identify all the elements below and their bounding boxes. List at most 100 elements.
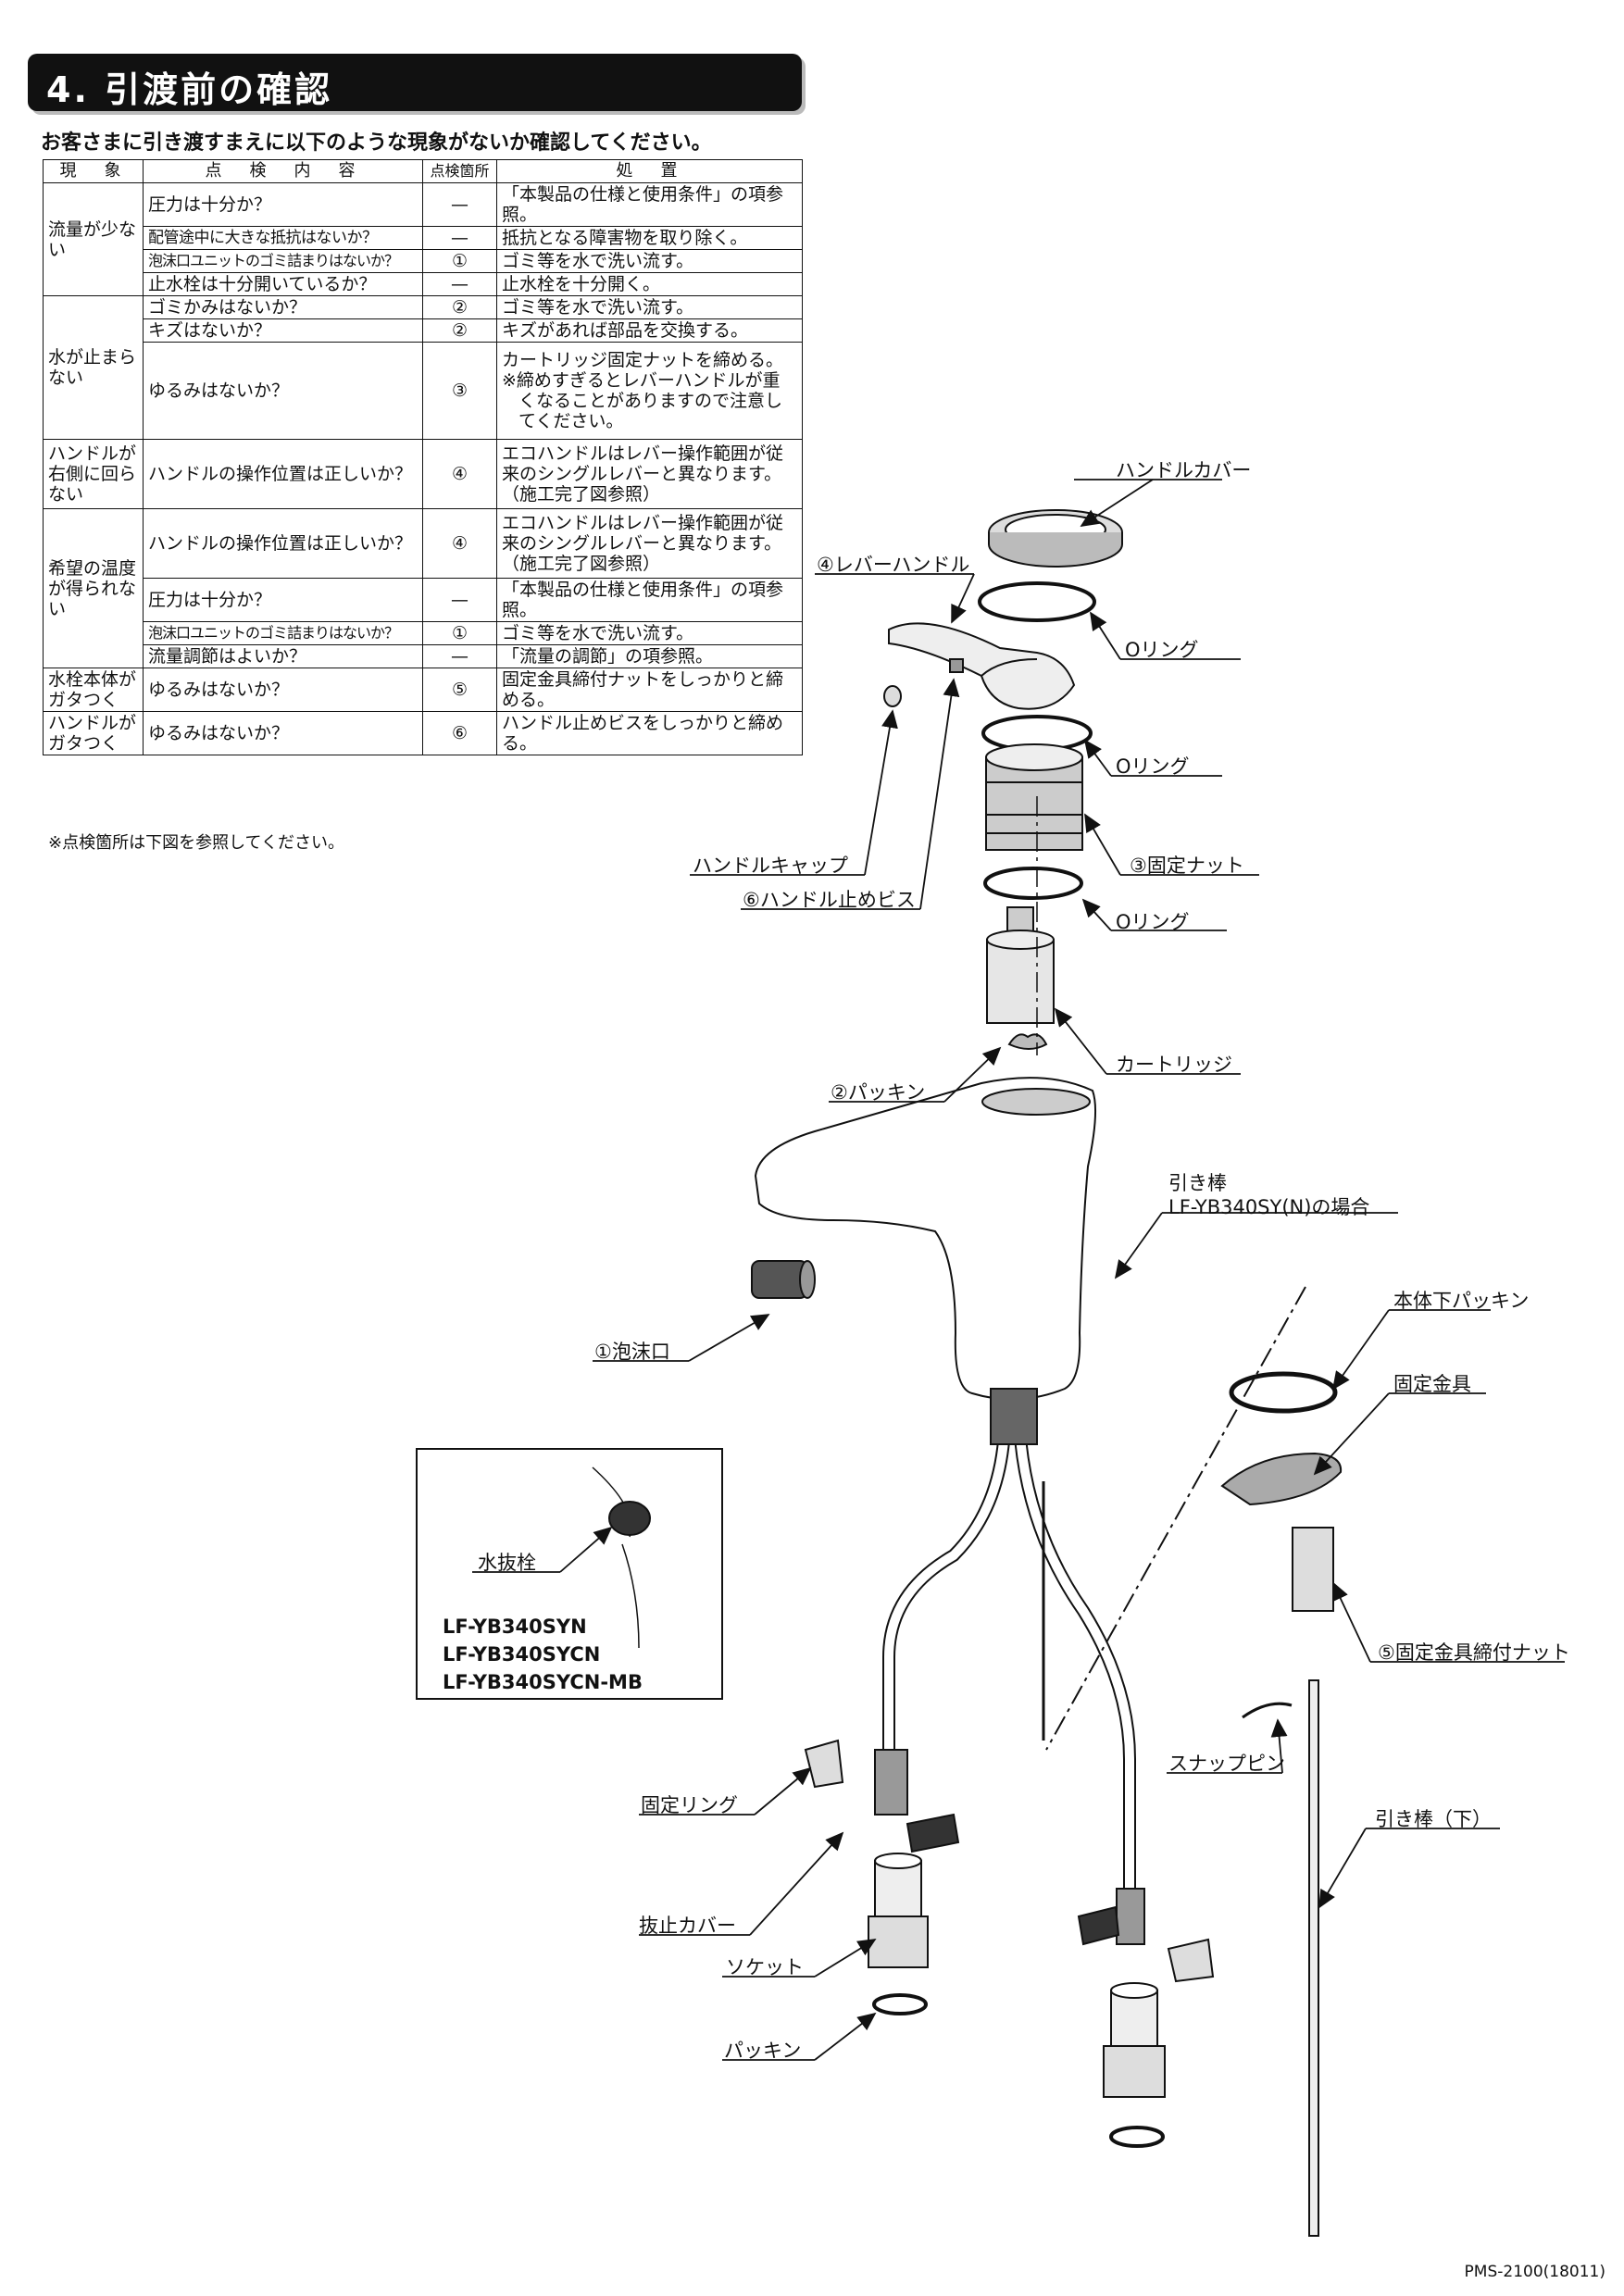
check-cell: 泡沫口ユニットのゴミ詰まりはないか？	[143, 621, 423, 645]
inspection-table: 現 象 点 検 内 容 点検箇所 処 置 流量が少ない 圧力は十分か？ — 「本…	[43, 159, 803, 755]
table-row: ハンドルが右側に回らない ハンドルの操作位置は正しいか？ ④ エコハンドルはレバ…	[43, 439, 803, 509]
label-pull-rod-lower: 引き棒（下）	[1375, 1808, 1492, 1830]
fixing-bracket-part	[1220, 1452, 1343, 1506]
label-fixing-bracket: 固定金具	[1393, 1373, 1471, 1395]
label-lever-handle: ④レバーハンドル	[817, 554, 970, 576]
action-cell: 「本製品の仕様と使用条件」の項参照。	[496, 578, 803, 622]
action-cell: ゴミ等を水で洗い流す。	[496, 621, 803, 645]
label-body-packing: 本体下パッキン	[1393, 1290, 1530, 1312]
o-ring-part-3	[983, 867, 1083, 900]
intro-text: お客さまに引き渡すまえに以下のような現象がないか確認してください。	[41, 131, 712, 155]
table-row: 希望の温度が得られない ハンドルの操作位置は正しいか？ ④ エコハンドルはレバー…	[43, 508, 803, 668]
check-cell: ハンドルの操作位置は正しいか？	[143, 508, 423, 579]
action-cell: 「流量の調節」の項参照。	[496, 644, 803, 668]
label-fixing-ring: 固定リング	[641, 1794, 738, 1816]
table-row: 水が止まらない ゴミかみはないか？ ② ゴミ等を水で洗い流す。	[43, 295, 803, 440]
phenomenon-cell: ハンドルが右側に回らない	[43, 439, 144, 509]
table-row: ゆるみはないか？ ③ カートリッジ固定ナットを締める。 ※締めすぎるとレバーハン…	[44, 342, 803, 440]
table-note: ※点検箇所は下図を参照してください。	[48, 833, 345, 853]
label-pull-rod: 引き棒	[1168, 1172, 1227, 1194]
label-packing: パッキン	[724, 2040, 802, 2062]
check-cell: ゆるみはないか？	[143, 711, 423, 755]
spot-cell: ⑥	[422, 711, 497, 755]
drain-plug-part	[592, 1466, 651, 1649]
spot-cell: ②	[422, 295, 497, 319]
table-row: 配管途中に大きな抵抗はないか？ — 抵抗となる障害物を取り除く。	[44, 226, 803, 250]
pull-rod-lower-part	[1308, 1679, 1319, 2237]
section-title: 4. 引渡前の確認	[46, 69, 333, 110]
label-o-ring-2: Oリング	[1116, 755, 1190, 778]
label-drain-plug: 水抜栓	[478, 1552, 536, 1574]
label-socket: ソケット	[726, 1956, 804, 1978]
header-phenomenon: 現 象	[43, 159, 144, 183]
label-cartridge: カートリッジ	[1116, 1054, 1232, 1076]
phenomenon-cell: 希望の温度が得られない	[43, 508, 144, 668]
label-o-ring-3: Oリング	[1116, 911, 1190, 933]
action-cell: エコハンドルはレバー操作範囲が従来のシングルレバーと異なります。（施工完了図参照…	[496, 508, 803, 579]
inset-box	[416, 1448, 723, 1700]
action-cell: ハンドル止めビスをしっかりと締める。	[496, 711, 803, 755]
label-fixing-nut: ③固定ナット	[1130, 855, 1244, 877]
faucet-body-part	[754, 1077, 1097, 1401]
action-cell: 「本製品の仕様と使用条件」の項参照。	[496, 182, 803, 227]
label-packing-2: ②パッキン	[831, 1081, 926, 1104]
label-bracket-nut: ⑤固定金具締付ナット	[1378, 1641, 1570, 1664]
label-handle-cover: ハンドルカバー	[1116, 459, 1252, 481]
table-row: 泡沫口ユニットのゴミ詰まりはないか？ ① ゴミ等を水で洗い流す。	[44, 249, 803, 273]
spot-cell: —	[422, 578, 497, 622]
check-cell: 圧力は十分か？	[143, 182, 423, 227]
action-note: ※締めすぎるとレバーハンドルが重くなることがありますので注意してください。	[502, 370, 783, 431]
body-packing-part	[1229, 1371, 1338, 1414]
phenomenon-cell: 水栓本体がガタつく	[43, 668, 144, 712]
fixing-nut-part	[985, 743, 1083, 851]
action-cell: 固定金具締付ナットをしっかりと締める。	[496, 668, 803, 712]
document-code: PMS-2100(18011)	[1464, 2263, 1605, 2281]
check-cell: 泡沫口ユニットのゴミ詰まりはないか？	[143, 249, 423, 273]
action-cell: 抵抗となる障害物を取り除く。	[496, 226, 803, 250]
label-pull-rod-model: LF-YB340SY(N)の場合	[1168, 1196, 1370, 1218]
handle-cap-part	[883, 685, 902, 707]
action-text: カートリッジ固定ナットを締める。	[502, 350, 784, 370]
table-row: 流量が少ない 圧力は十分か？ — 「本製品の仕様と使用条件」の項参照。	[43, 182, 803, 296]
check-cell: ゆるみはないか？	[143, 668, 423, 712]
snap-pin-part	[1242, 1702, 1293, 1719]
cartridge-part	[986, 906, 1055, 1024]
inset-model-2: LF-YB340SYCN	[443, 1643, 601, 1666]
lever-handle-part	[888, 622, 1076, 710]
table-row: 圧力は十分か？ — 「本製品の仕様と使用条件」の項参照。	[44, 578, 803, 622]
phenomenon-cell: 水が止まらない	[43, 295, 144, 440]
label-snap-pin: スナップピン	[1168, 1753, 1285, 1775]
handle-screw-part	[949, 658, 964, 673]
label-o-ring-1: Oリング	[1125, 639, 1199, 661]
check-cell: ゴミかみはないか？	[143, 295, 423, 319]
header-action: 処 置	[496, 159, 803, 183]
handle-cover-part	[988, 509, 1123, 568]
check-cell: 圧力は十分か？	[143, 578, 423, 622]
aerator-part	[751, 1260, 816, 1299]
label-handle-cap: ハンドルキャップ	[693, 855, 848, 877]
supply-hoses	[882, 1388, 1136, 1926]
table-header-row: 現 象 点 検 内 容 点検箇所 処 置	[43, 159, 803, 183]
spot-cell: —	[422, 644, 497, 668]
left-connector-part	[804, 1739, 960, 2015]
spot-cell: ①	[422, 249, 497, 273]
o-ring-part-1	[978, 581, 1096, 622]
spot-cell: ④	[422, 508, 497, 579]
label-stop-cover: 抜止カバー	[639, 1915, 736, 1937]
label-handle-screw: ⑥ハンドル止めビス	[743, 889, 916, 911]
packing-2-part	[1007, 1033, 1048, 1050]
action-cell: 止水栓を十分開く。	[496, 272, 803, 296]
action-cell: エコハンドルはレバー操作範囲が従来のシングルレバーと異なります。（施工完了図参照…	[496, 439, 803, 509]
header-check: 点 検 内 容	[143, 159, 423, 183]
inset-model-3: LF-YB340SYCN-MB	[443, 1671, 643, 1693]
right-connector-part	[1077, 1888, 1215, 2148]
check-cell: ハンドルの操作位置は正しいか？	[143, 439, 423, 509]
spot-cell: ②	[422, 318, 497, 343]
phenomenon-cell: ハンドルがガタつく	[43, 711, 144, 755]
spot-cell: —	[422, 226, 497, 250]
phenomenon-cell: 流量が少ない	[43, 182, 144, 296]
label-aerator: ①泡沫口	[594, 1341, 670, 1363]
table-row: ハンドルがガタつく ゆるみはないか？ ⑥ ハンドル止めビスをしっかりと締める。	[43, 711, 803, 755]
action-cell: ゴミ等を水で洗い流す。	[496, 249, 803, 273]
